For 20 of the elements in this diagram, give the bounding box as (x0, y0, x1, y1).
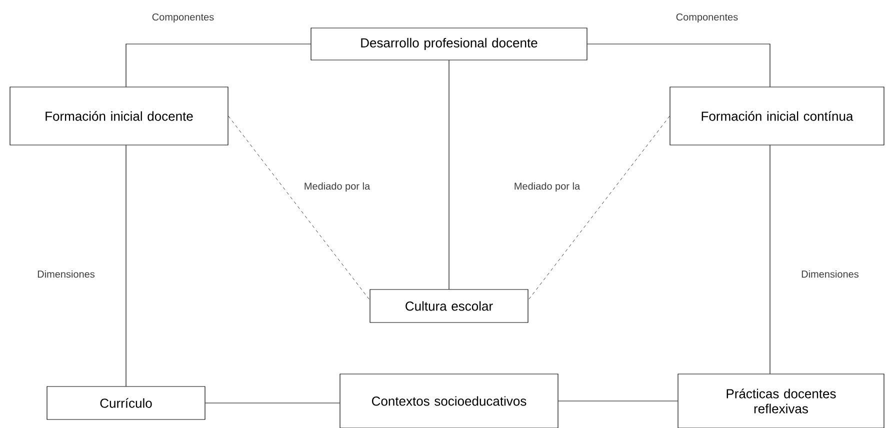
concept-box: Desarrollo profesional docente (310, 28, 588, 60)
connector-line (126, 44, 311, 87)
connector-line (587, 44, 770, 87)
concept-box: Formación inicial contínua (670, 86, 884, 146)
edge-label: Mediado por la (304, 182, 370, 192)
edge-label: Componentes (676, 13, 738, 23)
concept-box: Cultura escolar (370, 289, 528, 323)
edge-label: Dimensiones (38, 270, 95, 278)
connector-line (228, 116, 370, 300)
edge-label: Mediado por la (514, 182, 580, 192)
connector-line (205, 402, 340, 404)
connector-line (528, 116, 670, 300)
concept-box: Prácticas docentes reflexivas (678, 374, 884, 428)
edge-label: Componentes (152, 13, 214, 23)
concept-box: Formación inicial docente (10, 86, 228, 146)
edge-label: Dimensiones (802, 270, 859, 278)
concept-box: Currículo (46, 386, 206, 420)
connector-line (558, 400, 678, 402)
connector-line (448, 60, 450, 290)
concept-box: Contextos socioeducativos (340, 374, 558, 428)
